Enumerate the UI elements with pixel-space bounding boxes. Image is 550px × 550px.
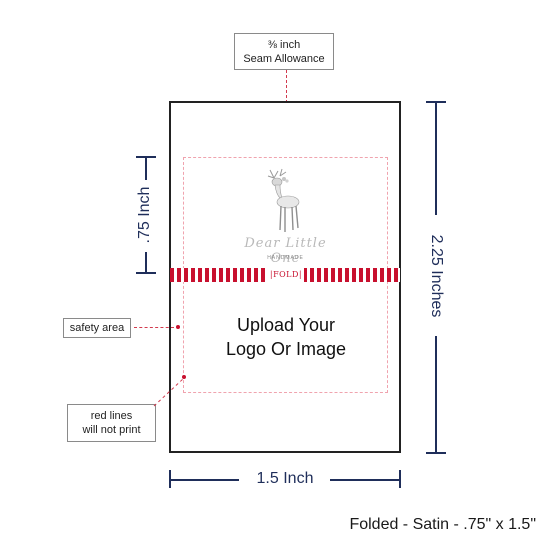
safety-area-callout: safety area <box>63 318 131 338</box>
logo-script-text: Dear Little One <box>244 236 327 266</box>
dim-fold-height-label: .75 Inch <box>136 186 153 244</box>
dim-total-height-label: 2.25 Inches <box>428 234 445 318</box>
upload-line-1: Upload Your <box>236 315 336 335</box>
dim-225-line-bottom <box>435 336 437 454</box>
dim-15-line-left <box>169 479 239 481</box>
logo-subtext: HANDMADE <box>267 255 304 261</box>
deer-logo-icon <box>267 168 300 232</box>
safety-area-dot <box>176 325 180 329</box>
red-lines-line-1: red lines <box>90 410 133 422</box>
product-caption: Folded - Satin - .75" x 1.5" <box>349 516 536 533</box>
upload-line-2: Logo Or Image <box>225 339 347 359</box>
dim-075-cap-bottom <box>136 272 156 274</box>
dim-15-cap-right <box>399 470 401 488</box>
dim-225-line-top <box>435 101 437 215</box>
upload-placeholder[interactable]: Upload Your Logo Or Image <box>196 313 376 361</box>
fold-label: |FOLD| <box>268 268 304 282</box>
dim-075-line-bottom <box>145 252 147 274</box>
red-lines-line-2: will not print <box>82 424 141 436</box>
seam-allowance-size: ⅜ inch <box>267 39 301 51</box>
seam-allowance-label: Seam Allowance <box>243 53 325 65</box>
dim-225-cap-bottom <box>426 452 446 454</box>
dim-075-line-top <box>145 156 147 180</box>
seam-allowance-leader <box>286 70 287 118</box>
dim-15-line-right <box>330 479 401 481</box>
dim-width-label: 1.5 Inch <box>256 470 314 487</box>
red-lines-leader <box>153 375 186 407</box>
red-lines-callout: red lines will not print <box>67 404 156 442</box>
safety-area-leader <box>134 327 174 328</box>
seam-allowance-callout: ⅜ inch Seam Allowance <box>234 33 334 70</box>
